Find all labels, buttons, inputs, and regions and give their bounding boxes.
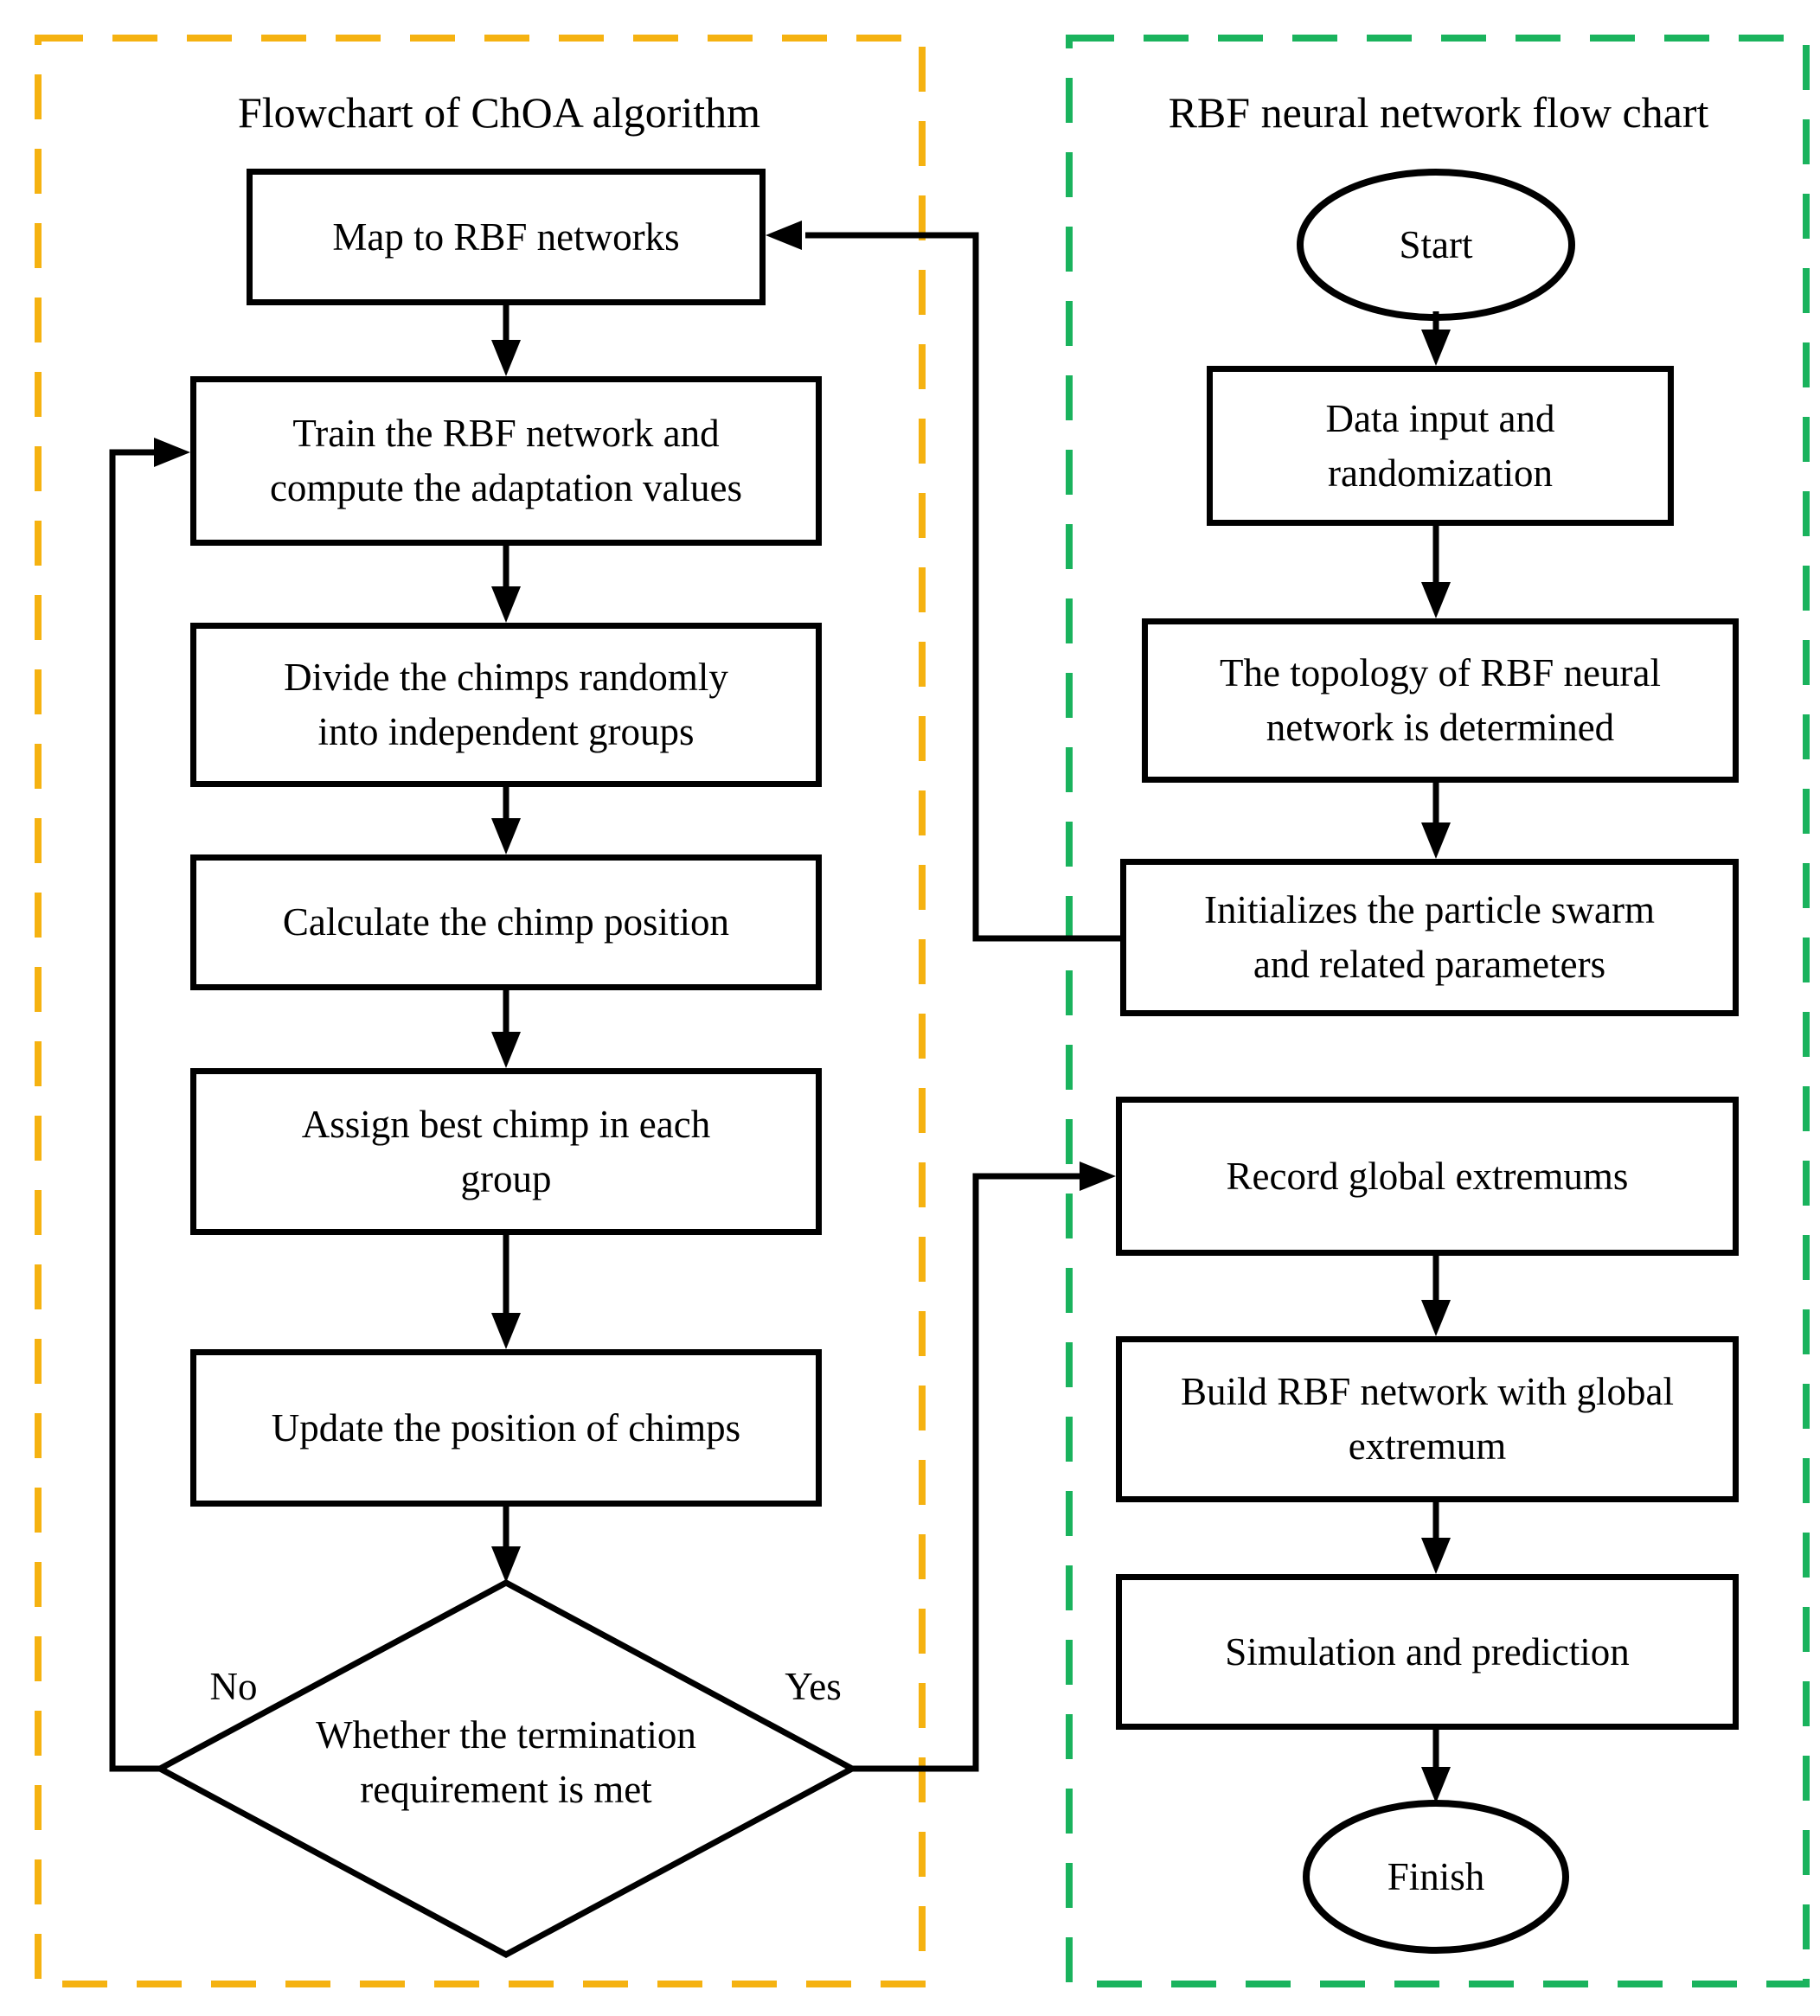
branch-label-yes: Yes: [785, 1664, 842, 1708]
node-text: Map to RBF networks: [332, 214, 680, 259]
node-text: Whether the termination: [316, 1713, 696, 1757]
node-text: compute the adaptation values: [269, 466, 743, 509]
node-divide-chimps: Divide the chimps randomly into independ…: [190, 623, 822, 787]
finish-label: Finish: [1387, 1854, 1485, 1898]
node-train-rbf-network: Train the RBF network and compute the ad…: [190, 376, 822, 546]
node-text: into independent groups: [317, 710, 695, 753]
arrow-start-to-data: [1421, 311, 1451, 366]
arrow-topology-to-initialize: [1421, 783, 1451, 859]
node-text: Update the position of chimps: [271, 1405, 741, 1450]
node-text: Simulation and prediction: [1225, 1629, 1630, 1674]
node-assign-best-chimp: Assign best chimp in each group: [190, 1068, 822, 1235]
choa-panel-border: [35, 35, 926, 1987]
node-text: Build RBF network with global: [1180, 1370, 1674, 1413]
arrow-divide-to-calculate: [491, 787, 521, 854]
node-text: Calculate the chimp position: [282, 900, 730, 944]
node-update-position: Update the position of chimps: [190, 1349, 822, 1507]
arrow-calculate-to-assign: [491, 990, 521, 1068]
node-text: Train the RBF network and: [292, 412, 720, 455]
node-text: extremum: [1348, 1424, 1507, 1468]
arrow-train-to-divide: [491, 545, 521, 623]
node-text: randomization: [1328, 451, 1553, 495]
arrow-record-to-build: [1421, 1256, 1451, 1336]
node-topology-determined: The topology of RBF neural network is de…: [1142, 618, 1739, 783]
node-record-extremums: Record global extremums: [1116, 1097, 1739, 1256]
node-build-rbf-network: Build RBF network with global extremum: [1116, 1336, 1739, 1502]
arrow-initialize-to-map: [766, 221, 1120, 942]
arrow-no-loop-to-train: [109, 438, 190, 1772]
start-label: Start: [1399, 222, 1473, 266]
node-text: Initializes the particle swarm: [1203, 888, 1656, 931]
decision-text: Whether the termination requirement is m…: [247, 1689, 766, 1836]
node-text: The topology of RBF neural: [1220, 651, 1661, 694]
node-simulation-prediction: Simulation and prediction: [1116, 1574, 1739, 1730]
node-data-input: Data input and randomization: [1207, 366, 1674, 526]
arrow-assign-to-update: [491, 1235, 521, 1349]
arrow-simulation-to-finish: [1421, 1730, 1451, 1803]
arrow-data-to-topology: [1421, 526, 1451, 618]
rbf-panel-title: RBF neural network flow chart: [1168, 88, 1709, 137]
branch-label-no: No: [209, 1664, 258, 1708]
rbf-panel-border: [1066, 35, 1810, 1987]
arrow-build-to-simulation: [1421, 1502, 1451, 1574]
arrow-map-to-train: [491, 305, 521, 376]
node-map-to-rbf-networks: Map to RBF networks: [247, 169, 766, 305]
node-text: Data input and: [1325, 396, 1555, 440]
node-text: network is determined: [1266, 706, 1615, 749]
node-calculate-chimp-position: Calculate the chimp position: [190, 854, 822, 990]
node-text: Assign best chimp in each: [301, 1102, 711, 1146]
node-text: and related parameters: [1253, 943, 1606, 986]
node-text: requirement is met: [360, 1768, 652, 1811]
node-text: Divide the chimps randomly: [284, 656, 728, 699]
arrow-yes-to-record: [852, 1162, 1116, 1772]
arrow-update-to-decision: [491, 1507, 521, 1583]
node-initialize-swarm: Initializes the particle swarm and relat…: [1120, 859, 1739, 1016]
node-text: Record global extremums: [1226, 1154, 1629, 1198]
choa-panel-title: Flowchart of ChOA algorithm: [237, 88, 761, 137]
node-text: group: [460, 1156, 552, 1200]
decision-diamond: [153, 1579, 859, 1958]
